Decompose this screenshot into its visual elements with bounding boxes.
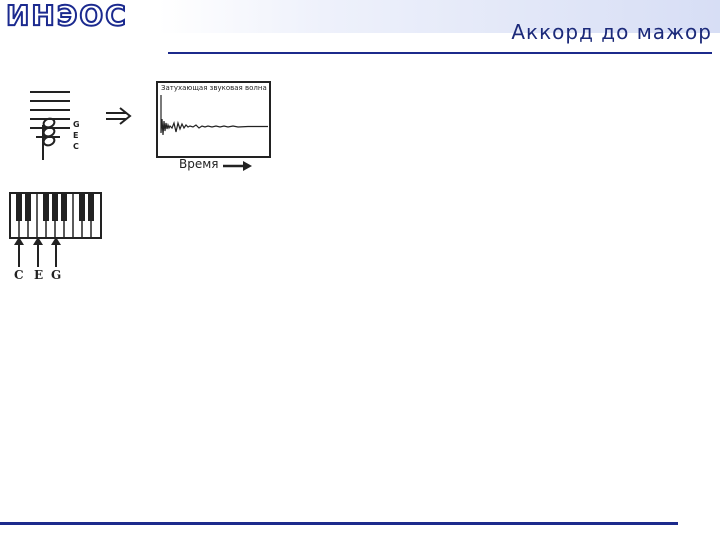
key-note-c: C [14,268,24,282]
key-note-e: E [34,268,44,282]
key-note-g: G [51,268,62,282]
page-title: Аккорд до мажор [511,20,712,44]
staff-note-e: E [73,131,79,140]
decaying-wave-plot [160,95,268,136]
note-head-c [42,135,56,147]
header-band [0,0,720,33]
wave-trace [160,95,268,136]
waveform-panel: Затухающая звуковая волна [156,81,271,158]
time-axis-label: Время [179,157,219,171]
piano-keyboard [9,192,102,239]
staff-note-g: G [73,120,80,129]
arrow-right-icon [223,161,252,171]
key-pointer-arrows [14,237,61,267]
staff-note-c: C [73,142,79,151]
title-divider [168,52,712,54]
footer-divider [0,522,678,525]
logo-text: ИНЭОС [5,0,128,33]
logo: ИНЭОС [0,0,135,33]
waveform-label: Затухающая звуковая волна [161,84,267,92]
double-arrow-icon [106,107,132,125]
music-staff [30,91,70,160]
